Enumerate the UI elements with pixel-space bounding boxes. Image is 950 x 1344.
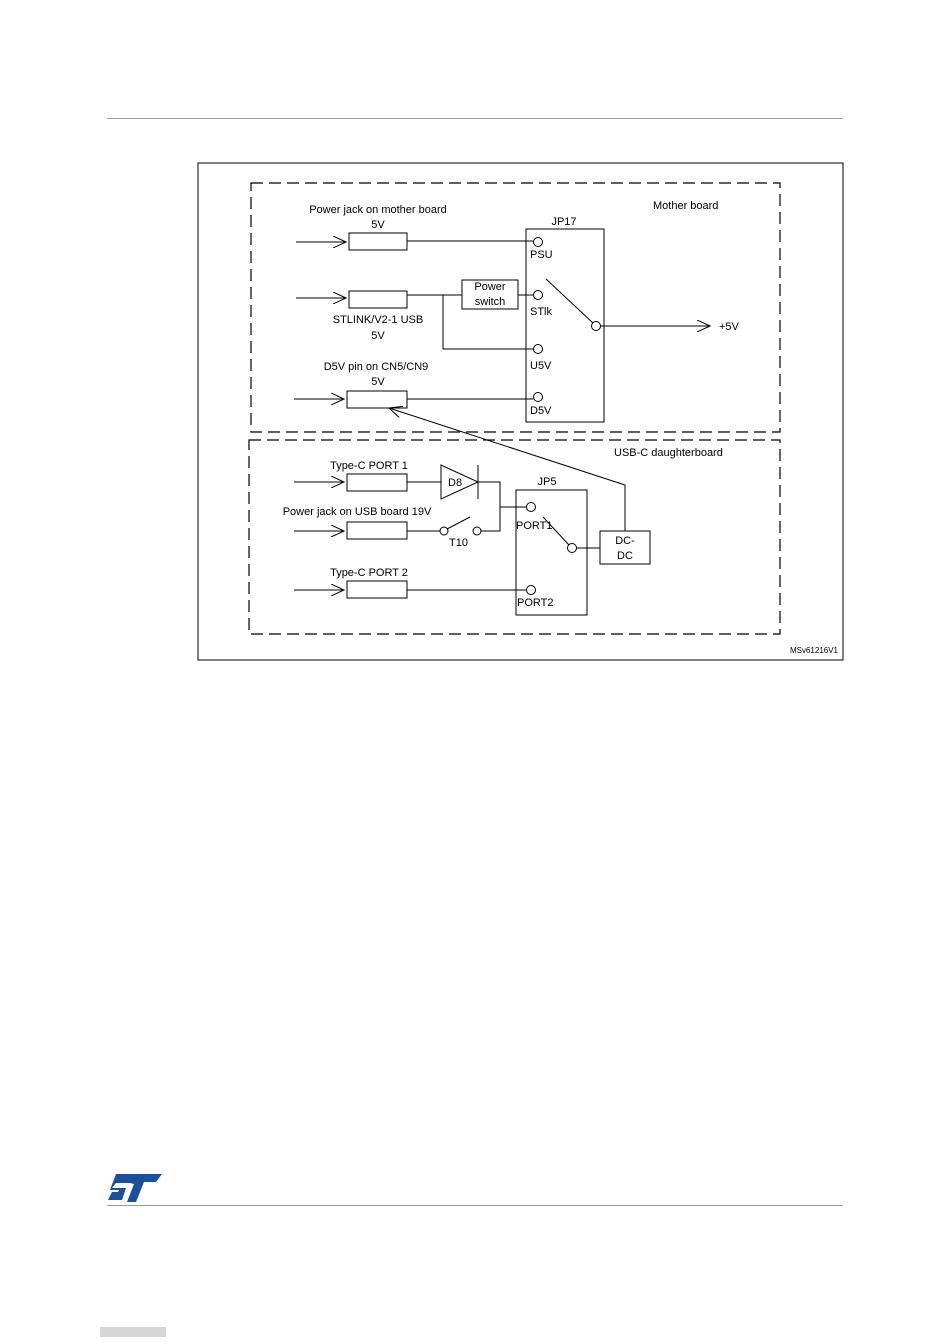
- dcdc-line2: DC: [617, 550, 633, 562]
- jp5-label: JP5: [538, 476, 557, 488]
- dcdc-line1: DC-: [615, 535, 635, 547]
- jp17-pin-stlk-label: STlk: [530, 306, 553, 318]
- figure-id: MSv61216V1: [790, 646, 839, 655]
- wire-diode-out: [478, 482, 527, 507]
- output-label: +5V: [719, 321, 740, 333]
- power-switch-line2: switch: [475, 296, 506, 308]
- jp17-pin-u5v: [534, 345, 543, 354]
- jp5-pin-port2: [527, 586, 536, 595]
- page-footer-tab: [100, 1327, 166, 1337]
- daughterboard-title: USB-C daughterboard: [614, 447, 723, 459]
- jp17-common-pin: [592, 322, 601, 331]
- stlink-label: STLINK/V2-1 USB: [333, 314, 423, 326]
- jp17-label: JP17: [551, 216, 576, 228]
- d5v-pin-label: D5V pin on CN5/CN9: [324, 361, 429, 373]
- fuse-port2: [347, 581, 407, 598]
- jp17-pin-d5v: [534, 393, 543, 402]
- fuse-port1: [347, 474, 407, 491]
- port2-label: Type-C PORT 2: [330, 567, 408, 579]
- fuse-psu: [349, 233, 407, 250]
- jp17-pin-stlk: [534, 291, 543, 300]
- jp17-switch-arm: [546, 279, 593, 323]
- power-jack-mother-voltage: 5V: [371, 219, 385, 231]
- jp17-pin-u5v-label: U5V: [530, 360, 552, 372]
- jp5-pin-port1: [527, 503, 536, 512]
- figure-frame: [198, 163, 843, 660]
- jp17-pin-d5v-label: D5V: [530, 405, 552, 417]
- d5v-pin-voltage: 5V: [371, 376, 385, 388]
- st-logo: [108, 1172, 162, 1202]
- t10-pin-b: [473, 527, 481, 535]
- power-supply-diagram: Mother board USB-C daughterboard Power j…: [0, 0, 950, 700]
- daughterboard-region: [249, 440, 780, 634]
- jp17-pin-psu: [534, 238, 543, 247]
- power-jack-mother-label: Power jack on mother board: [309, 204, 447, 216]
- fuse-stlink: [349, 291, 407, 308]
- diode-d8-label: D8: [448, 477, 462, 489]
- t10-label: T10: [449, 537, 468, 549]
- port1-label: Type-C PORT 1: [330, 460, 408, 472]
- fuse-d5v: [347, 391, 407, 408]
- stlink-voltage: 5V: [371, 330, 385, 342]
- fuse-jack19v: [347, 522, 407, 539]
- wire-t10-out: [481, 507, 500, 531]
- t10-pin-a: [440, 527, 448, 535]
- jp5-pin-port2-label: PORT2: [517, 597, 553, 609]
- jp17-pin-psu-label: PSU: [530, 249, 553, 261]
- jp5-common-pin: [568, 544, 577, 553]
- power-switch-line1: Power: [474, 281, 506, 293]
- mother-board-title: Mother board: [653, 200, 718, 212]
- power-jack-usb-label: Power jack on USB board 19V: [283, 506, 432, 518]
- t10-switch-arm: [447, 517, 470, 529]
- footer-rule: [107, 1205, 843, 1206]
